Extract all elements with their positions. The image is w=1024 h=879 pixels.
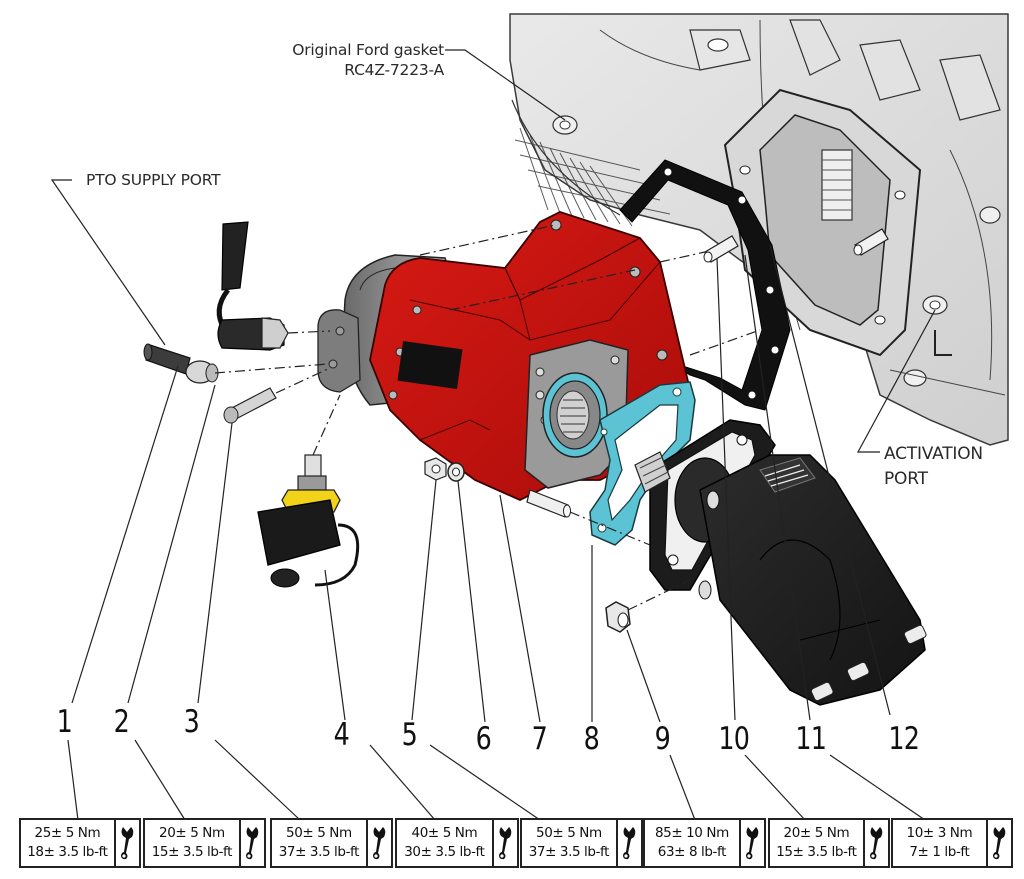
- torque-metric: 85± 10 Nm: [654, 825, 729, 841]
- torque-spec-text: 85± 10 Nm 63± 8 lb-ft: [645, 820, 741, 866]
- banjo-fitting-2: [185, 360, 219, 384]
- torque-leaders: [67, 739, 926, 821]
- part-number-3: 3: [183, 704, 200, 740]
- pump-port: [810, 681, 834, 702]
- part-number-11: 11: [795, 721, 827, 757]
- lock-nut-9: [605, 601, 631, 633]
- part-number-9: 9: [654, 721, 671, 757]
- torque-spec-text: 20± 5 Nm 15± 3.5 lb-ft: [770, 820, 865, 866]
- torque-imperial: 63± 8 lb-ft: [657, 844, 727, 860]
- activation-port-label: ACTIVATION PORT: [884, 442, 983, 492]
- pto-supply-port-label: PTO SUPPLY PORT: [86, 171, 221, 189]
- pump-port: [846, 661, 870, 682]
- ford-gasket-part-number: RC4Z-7223-A: [344, 61, 444, 79]
- wrench-icon: [741, 820, 764, 866]
- pto-stud: [526, 489, 571, 518]
- torque-imperial: 7± 1 lb-ft: [909, 844, 970, 860]
- part-number-8: 8: [583, 721, 600, 757]
- dowel-pin: [703, 235, 739, 263]
- torque-spec-box: 20± 5 Nm 15± 3.5 lb-ft: [143, 818, 266, 868]
- torque-imperial: 18± 3.5 lb-ft: [27, 844, 108, 860]
- activation-port-label-line1: ACTIVATION: [884, 444, 983, 464]
- pto-nameplate: [397, 341, 463, 389]
- torque-spec-box: 20± 5 Nm 15± 3.5 lb-ft: [768, 818, 890, 868]
- torque-imperial: 30± 3.5 lb-ft: [404, 844, 485, 860]
- torque-spec-text: 10± 3 Nm 7± 1 lb-ft: [893, 820, 988, 866]
- washer-6: [447, 462, 465, 482]
- pump-port: [903, 624, 927, 645]
- torque-spec-box: 50± 5 Nm 37± 3.5 lb-ft: [520, 818, 643, 868]
- ford-gasket-label: Original Ford gasket RC4Z-7223-A: [262, 40, 444, 80]
- alignment-lines: [214, 224, 761, 611]
- pressure-switch: [216, 221, 289, 351]
- torque-imperial: 15± 3.5 lb-ft: [151, 844, 233, 860]
- ford-gasket-label-line1: Original Ford gasket: [292, 41, 444, 59]
- torque-metric: 25± 5 Nm: [34, 825, 101, 841]
- output-shaft-spline: [556, 390, 590, 440]
- transmission-mesh: [514, 127, 671, 227]
- torque-spec-box: 50± 5 Nm 37± 3.5 lb-ft: [270, 818, 393, 868]
- torque-spec-box: 40± 5 Nm 30± 3.5 lb-ft: [395, 818, 519, 868]
- torque-spec-text: 20± 5 Nm 15± 3.5 lb-ft: [145, 820, 241, 866]
- pump-shaft-spline: [634, 451, 671, 493]
- solenoid-valve-4: [257, 454, 360, 588]
- activation-port-label-line2: PORT: [884, 469, 928, 489]
- part-number-7: 7: [531, 721, 548, 757]
- hydraulic-pump: [634, 419, 927, 706]
- torque-imperial: 37± 3.5 lb-ft: [278, 844, 360, 860]
- torque-spec-text: 25± 5 Nm 18± 3.5 lb-ft: [21, 820, 116, 866]
- wrench-icon: [494, 820, 517, 866]
- torque-metric: 50± 5 Nm: [286, 825, 352, 841]
- wrench-icon: [988, 820, 1011, 866]
- torque-spec-box: 85± 10 Nm 63± 8 lb-ft: [643, 818, 766, 868]
- supply-fitting-1: [143, 343, 191, 375]
- part-number-5: 5: [401, 717, 418, 753]
- hex-nut-5: [424, 457, 447, 481]
- torque-spec-box: 25± 5 Nm 18± 3.5 lb-ft: [19, 818, 141, 868]
- wrench-icon: [116, 820, 139, 866]
- part-number-1: 1: [56, 704, 73, 740]
- part-number-4: 4: [333, 717, 350, 753]
- torque-spec-box: 10± 3 Nm 7± 1 lb-ft: [891, 818, 1013, 868]
- torque-spec-text: 50± 5 Nm 37± 3.5 lb-ft: [272, 820, 368, 866]
- callout-leaders: [50, 49, 936, 453]
- transmission-gear: [821, 149, 853, 221]
- torque-metric: 20± 5 Nm: [783, 825, 850, 841]
- torque-spec-text: 40± 5 Nm 30± 3.5 lb-ft: [397, 820, 494, 866]
- part-leaders: [71, 244, 891, 723]
- wrench-icon: [241, 820, 264, 866]
- part-number-12: 12: [888, 721, 920, 757]
- torque-spec-text: 50± 5 Nm 37± 3.5 lb-ft: [522, 820, 618, 866]
- torque-metric: 10± 3 Nm: [906, 825, 973, 841]
- part-number-10: 10: [718, 721, 750, 757]
- bolt-3: [223, 387, 277, 424]
- torque-metric: 50± 5 Nm: [536, 825, 602, 841]
- torque-imperial: 37± 3.5 lb-ft: [528, 844, 610, 860]
- torque-metric: 40± 5 Nm: [411, 825, 478, 841]
- torque-metric: 20± 5 Nm: [159, 825, 225, 841]
- part-number-2: 2: [113, 704, 130, 740]
- wrench-icon: [368, 820, 391, 866]
- torque-imperial: 15± 3.5 lb-ft: [776, 844, 857, 860]
- part-number-6: 6: [475, 721, 492, 757]
- dowel-pin: [853, 228, 889, 256]
- wrench-icon: [618, 820, 641, 866]
- wrench-icon: [865, 820, 888, 866]
